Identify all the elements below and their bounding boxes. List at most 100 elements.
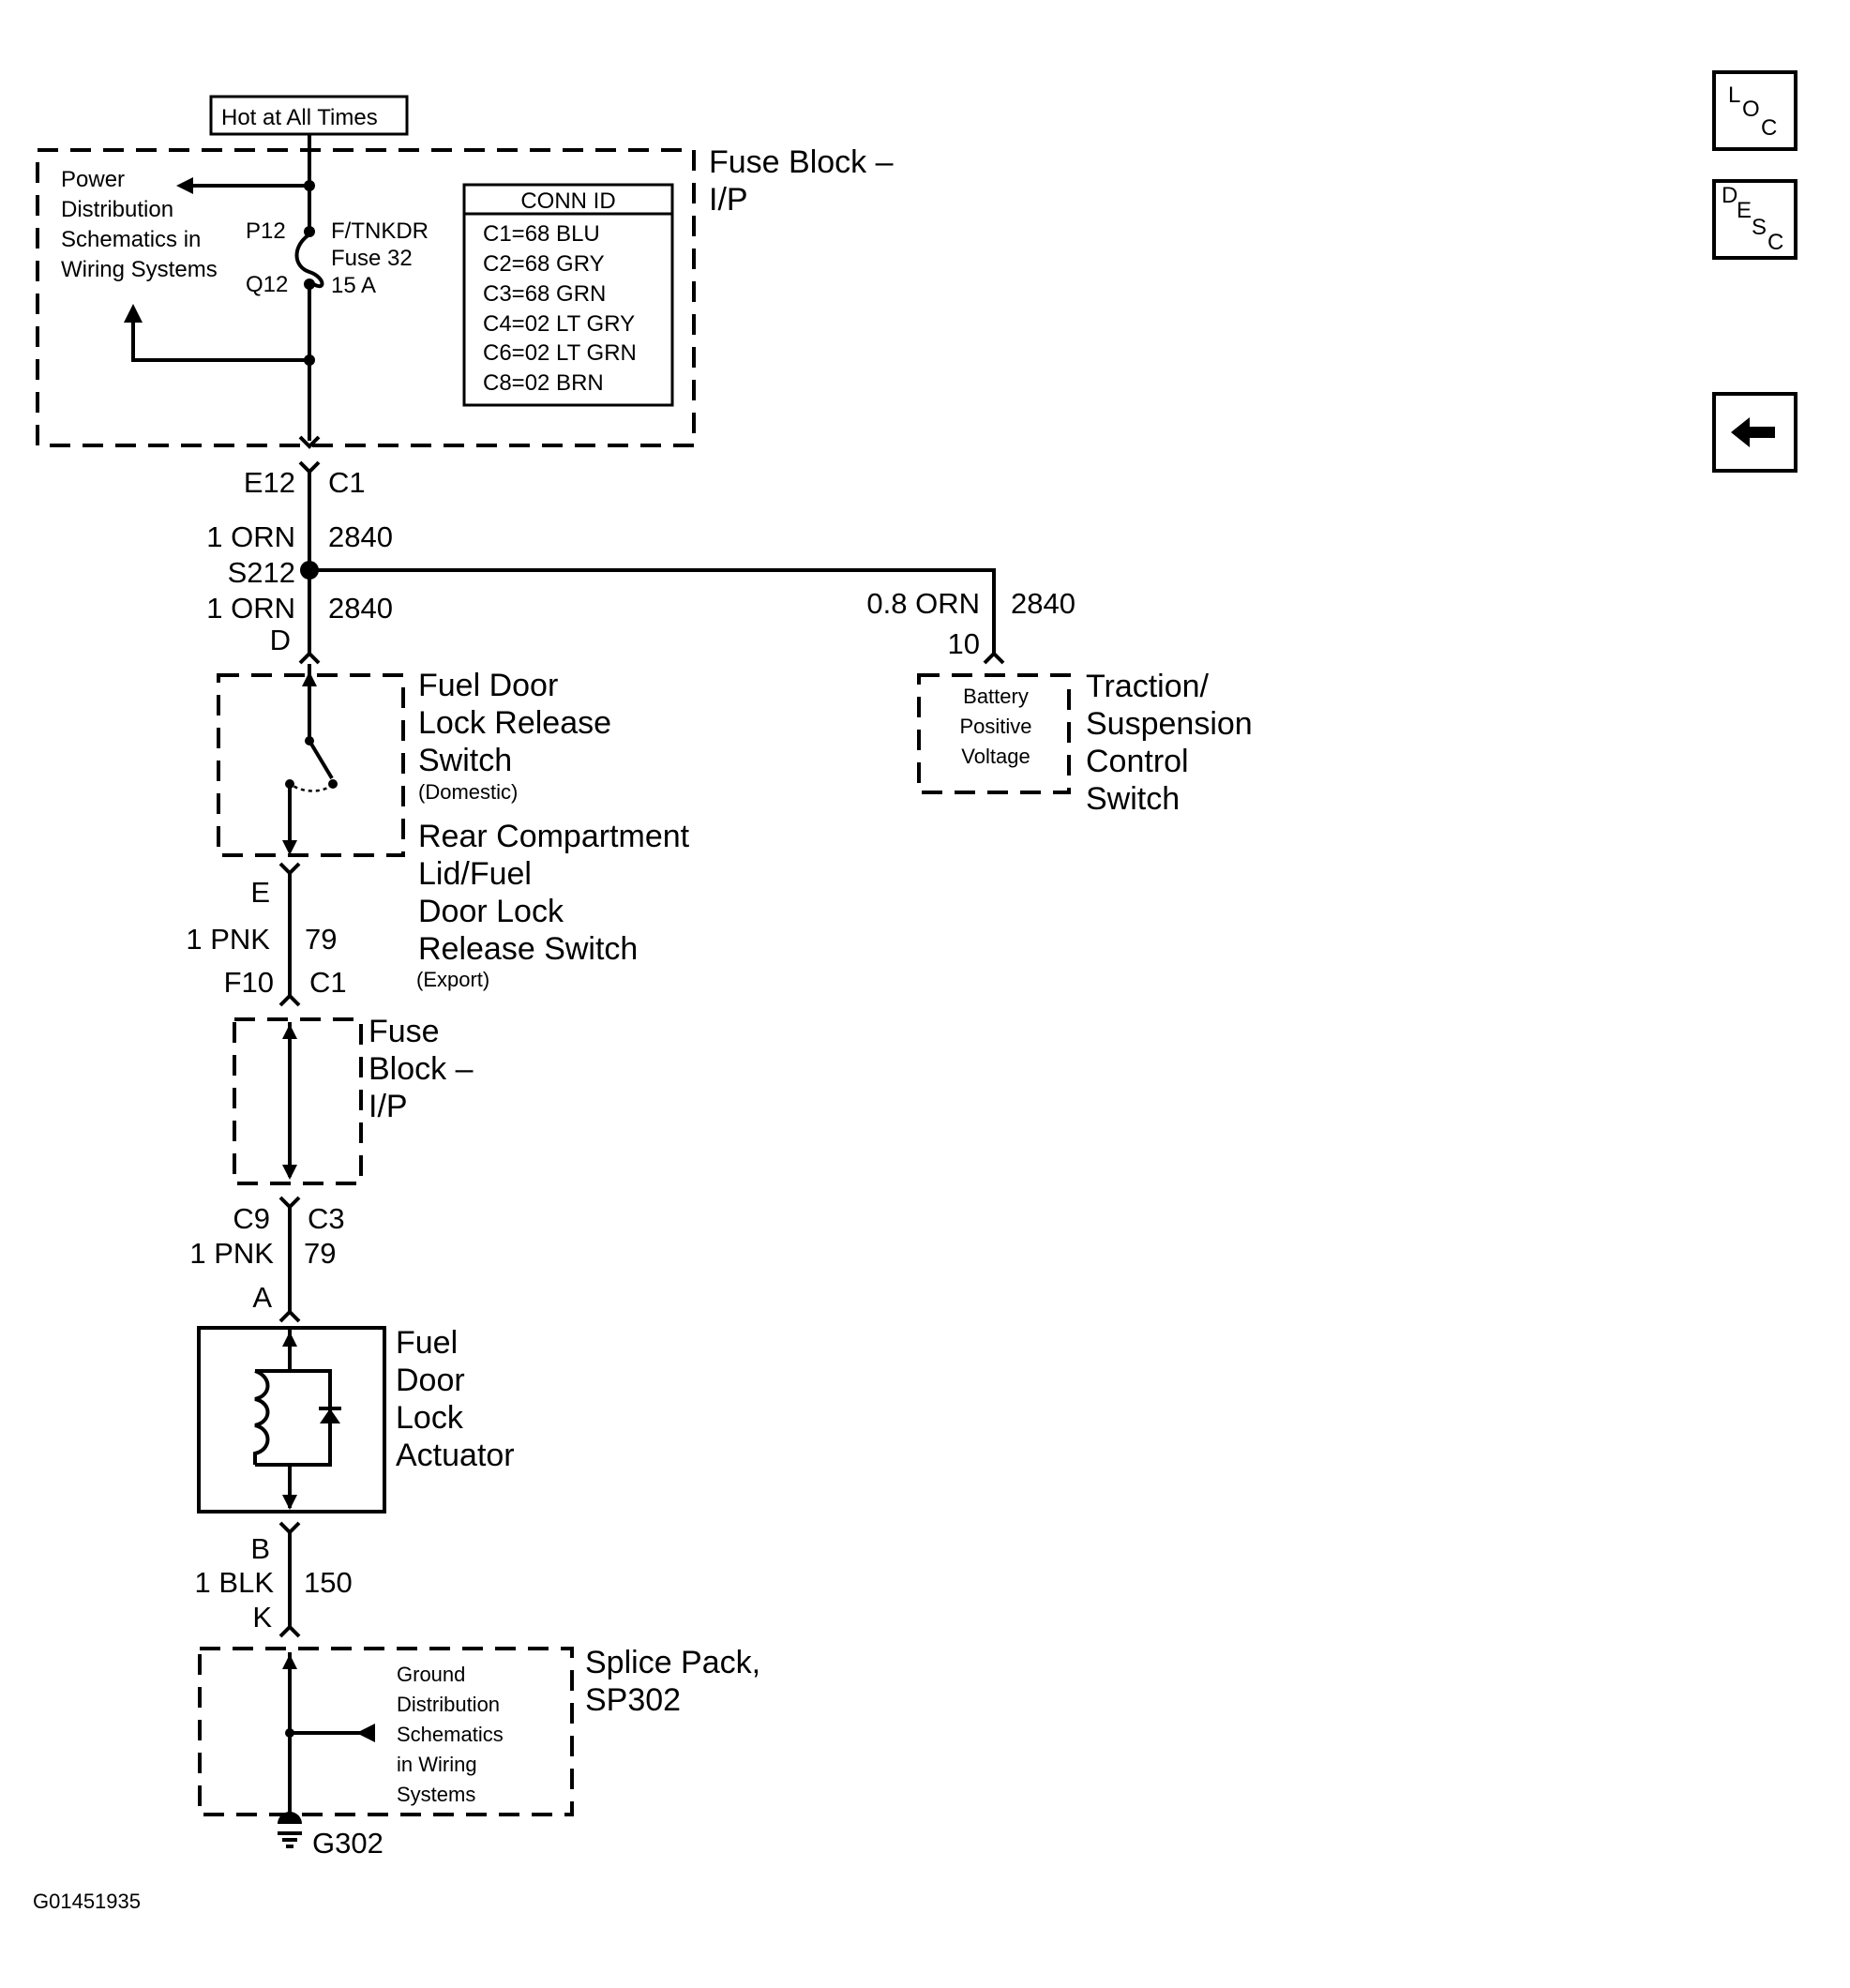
ground-distribution-note-line: Distribution	[397, 1693, 500, 1716]
connector-arrow-up-icon	[298, 651, 321, 665]
hot-label: Hot at All Times	[221, 105, 378, 130]
fuse-block-mid-label-line: I/P	[368, 1089, 408, 1124]
terminal-e12: E12	[244, 466, 295, 499]
power-distribution-note-line: Schematics in	[61, 227, 201, 252]
fuse-label-line: Fuse 32	[331, 246, 413, 271]
connector-arrow-up-icon	[983, 651, 1005, 665]
splice-pack-label-line: SP302	[585, 1682, 681, 1718]
fuse-block-mid-label-line: Block –	[368, 1051, 474, 1087]
power-distribution-note-line: Distribution	[61, 197, 173, 222]
connector-arrow-up-icon	[278, 1309, 301, 1323]
actuator-label-line: Fuel	[396, 1325, 458, 1361]
fuse-block-mid-label-line: Fuse	[368, 1014, 440, 1049]
connector-fork-icon	[298, 460, 321, 474]
conn-id-row: C3=68 GRN	[483, 281, 606, 307]
ground-distribution-note-line: Systems	[397, 1783, 475, 1806]
ground-g302: G302	[312, 1827, 384, 1860]
circuit-79-lower: 79	[304, 1237, 336, 1270]
release-switch-alt-label-line: Door Lock	[418, 894, 564, 929]
release-switch-label-line: Lock Release	[418, 705, 611, 741]
ground-distribution-note-line: in Wiring	[397, 1753, 477, 1776]
wire-branch-2840	[309, 568, 996, 656]
wire-to-power-note-return	[131, 319, 309, 362]
switch-blade-icon	[308, 739, 334, 780]
arrow-up-tiny-icon	[282, 1654, 297, 1669]
release-switch-outline	[217, 673, 405, 857]
arrow-left-small-icon	[176, 177, 193, 194]
release-switch-domestic: (Domestic)	[418, 780, 518, 804]
wire-color-1-orn: 1 ORN	[206, 520, 295, 553]
circuit-2840: 2840	[328, 520, 393, 553]
loc-letter-l: L	[1728, 83, 1740, 108]
actuator-label-line: Door	[396, 1363, 465, 1398]
terminal-b: B	[250, 1532, 270, 1565]
arrow-up-small-icon	[124, 304, 143, 323]
splice-s212: S212	[228, 556, 295, 589]
circuit-79: 79	[305, 923, 337, 956]
figure-id: G01451935	[33, 1890, 141, 1913]
terminal-f10: F10	[224, 966, 274, 999]
loc-button[interactable]: L O C	[1712, 70, 1797, 151]
release-switch-export: (Export)	[416, 968, 489, 991]
arrow-down-tiny-icon	[282, 1165, 297, 1180]
connector-arrow-up-icon	[278, 993, 301, 1007]
fuse-label-line: 15 A	[331, 273, 376, 298]
circuit-150: 150	[304, 1566, 353, 1599]
connector-fork-icon	[278, 862, 301, 876]
terminal-a: A	[252, 1281, 272, 1314]
terminal-k: K	[252, 1601, 272, 1634]
arrow-up-tiny-icon	[282, 1332, 297, 1347]
traction-switch-label-line: Control	[1086, 744, 1189, 779]
connector-c3: C3	[308, 1202, 345, 1235]
traction-switch-label-line: Switch	[1086, 781, 1180, 817]
desc-letter-d: D	[1722, 183, 1737, 208]
wire-color-1-pnk: 1 PNK	[186, 923, 270, 956]
fuse-block-top-outline	[36, 148, 696, 447]
conn-id-row: C6=02 LT GRN	[483, 340, 637, 366]
connector-fork-icon	[278, 1521, 301, 1535]
terminal-c9: C9	[233, 1202, 270, 1235]
circuit-2840-branch: 2840	[1011, 587, 1075, 620]
connector-arrow-icon	[298, 435, 321, 449]
wire-color-0-8-orn: 0.8 ORN	[866, 587, 980, 620]
terminal-e: E	[250, 876, 270, 909]
connector-c1: C1	[328, 466, 366, 499]
battery-positive-voltage-label-line: Battery	[963, 685, 1029, 708]
conn-id-row: C1=68 BLU	[483, 221, 600, 247]
battery-positive-voltage-label-line: Positive	[959, 715, 1031, 738]
conn-id-row: C2=68 GRY	[483, 251, 605, 277]
battery-positive-voltage-label-line: Voltage	[961, 745, 1030, 768]
actuator-label-line: Actuator	[396, 1438, 515, 1473]
back-button[interactable]	[1712, 392, 1797, 473]
fuse-label-line: F/TNKDR	[331, 218, 429, 244]
release-switch-alt-label-line: Lid/Fuel	[418, 856, 532, 892]
pin-q12: Q12	[246, 272, 288, 297]
circuit-2840-lower: 2840	[328, 592, 393, 625]
desc-button[interactable]: D E S C	[1712, 179, 1797, 260]
actuator-label-line: Lock	[396, 1400, 464, 1436]
arrow-up-tiny-icon	[282, 1024, 297, 1039]
release-switch-alt-label-line: Release Switch	[418, 931, 638, 967]
traction-switch-outline	[917, 673, 1071, 794]
wire-color-1-blk: 1 BLK	[195, 1566, 275, 1599]
terminal-d: D	[270, 624, 291, 656]
loc-letter-o: O	[1742, 97, 1760, 122]
traction-switch-label-line: Suspension	[1086, 706, 1253, 742]
desc-letter-e: E	[1737, 198, 1752, 223]
desc-letter-c: C	[1767, 230, 1783, 255]
coil-icon	[253, 1369, 270, 1465]
connector-arrow-up-icon	[278, 1624, 301, 1638]
terminal-10: 10	[948, 627, 980, 660]
fuse-block-top-label-line: I/P	[709, 182, 748, 218]
wire-color-1-pnk-lower: 1 PNK	[189, 1237, 274, 1270]
loc-letter-c: C	[1761, 115, 1777, 141]
arrow-down-tiny-icon	[282, 840, 297, 855]
